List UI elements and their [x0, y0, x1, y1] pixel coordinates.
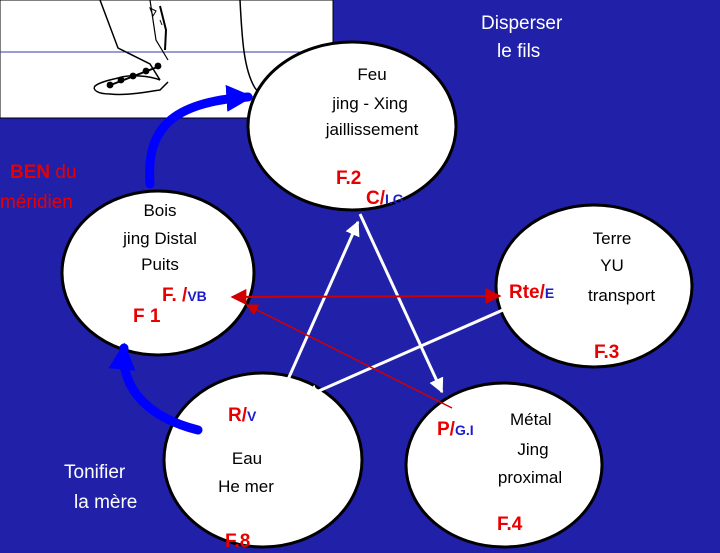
terre-name: Terre — [592, 229, 632, 248]
arrow-eau-to-feu — [280, 220, 360, 394]
terre-organs: Rte/E — [509, 283, 554, 302]
circle-terre — [494, 203, 694, 369]
bois-organ-red: F. / — [162, 285, 188, 306]
arrow-bois-to-feu — [145, 84, 254, 189]
feu-organ-blue: I.G — [385, 191, 404, 207]
circle-feu — [246, 40, 458, 212]
metal-name: Métal — [510, 410, 552, 429]
feu-organs: C/I.G — [366, 189, 404, 208]
terre-organ-blue: E — [544, 285, 555, 301]
ben-label-bold: BEN — [10, 162, 51, 183]
eau-name: Eau — [231, 449, 263, 468]
feu-line3: jaillissement — [325, 120, 419, 139]
feu-name: Feu — [357, 65, 387, 84]
eau-organ-blue: V — [247, 408, 257, 424]
metal-line2: Jing — [517, 440, 549, 459]
terre-organ-red: Rte/ — [509, 282, 545, 303]
feu-organ-red: C/ — [366, 188, 385, 209]
arrow-eau-to-bois — [108, 342, 203, 435]
disperser-label-line2: le fils — [497, 41, 541, 62]
ben-label-line1: BEN du — [10, 163, 77, 182]
metal-organ-blue: G.I — [454, 422, 474, 438]
eau-organ-red: R/ — [228, 405, 247, 426]
metal-code: F.4 — [497, 514, 523, 535]
foot-illustration — [0, 0, 334, 119]
metal-line3: proximal — [497, 468, 563, 487]
tonifier-label-line2: la mère — [74, 492, 138, 513]
eau-organs: R/V — [228, 406, 256, 425]
eau-line2: He mer — [218, 477, 274, 496]
circle-bois — [60, 189, 256, 357]
ben-label-rest: du — [55, 162, 77, 183]
eau-code: F.8 — [225, 531, 251, 552]
arrow-metal-to-bois — [245, 304, 453, 409]
arrow-bois-to-terre — [230, 288, 502, 305]
feu-code: F.2 — [336, 168, 362, 189]
disperser-label-line1: Disperser — [481, 13, 563, 34]
metal-organs: P/G.I — [437, 420, 474, 439]
bois-code: F 1 — [133, 306, 161, 327]
bois-name: Bois — [143, 201, 177, 220]
arrow-feu-to-metal — [358, 213, 444, 394]
circle-eau — [162, 371, 364, 549]
terre-code: F.3 — [594, 342, 620, 363]
ben-label-line2: méridien — [0, 192, 73, 213]
terre-line3: transport — [588, 286, 656, 305]
bois-line3: Puits — [141, 255, 179, 274]
circle-metal — [404, 381, 604, 549]
arrow-terre-to-eau — [303, 304, 513, 399]
bois-organs: F. /VB — [162, 286, 207, 305]
bois-organ-blue: VB — [187, 288, 207, 304]
metal-organ-red: P/ — [437, 419, 455, 440]
terre-line2: YU — [600, 256, 624, 275]
tonifier-label-line1: Tonifier — [64, 462, 126, 483]
bois-line2: jing Distal — [123, 229, 197, 248]
feu-line2: jing - Xing — [332, 94, 408, 113]
